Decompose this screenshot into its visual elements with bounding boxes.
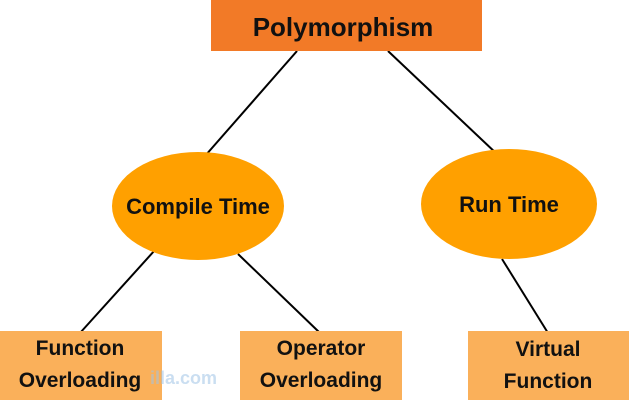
virtual-function-node [468, 331, 629, 400]
operator-overloading-node [240, 331, 402, 400]
compile-time-node [112, 152, 284, 260]
root-node-label: Polymorphism [253, 12, 434, 42]
virtual-function-line1: Virtual [516, 338, 581, 361]
root-node-box [211, 0, 482, 51]
connector-root-run-time [387, 50, 499, 156]
function-overloading-node [0, 331, 162, 400]
run-time-node [421, 149, 597, 259]
connector-run-time-virtual-function [501, 258, 549, 334]
compile-time-label: Compile Time [126, 194, 270, 219]
function-overloading-line2: Overloading [19, 369, 142, 392]
connector-compile-time-function-overloading [79, 249, 156, 334]
operator-overloading-line2: Overloading [260, 369, 383, 392]
connector-compile-time-operator-overloading [237, 253, 321, 334]
connector-root-compile-time [204, 50, 298, 157]
operator-overloading-line1: Operator [277, 337, 366, 360]
virtual-function-line2: Function [504, 370, 593, 393]
run-time-label: Run Time [459, 192, 559, 217]
function-overloading-line1: Function [36, 337, 125, 360]
